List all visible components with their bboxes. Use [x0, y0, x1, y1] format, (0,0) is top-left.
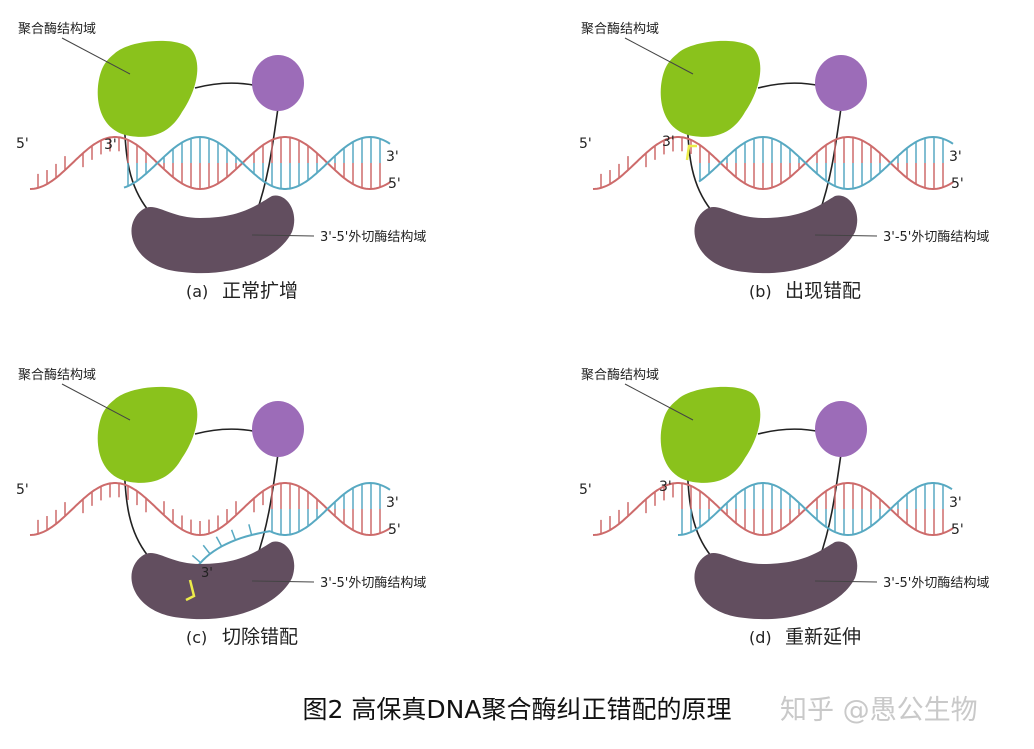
panel-title: 重新延伸 — [785, 626, 861, 648]
domain-linker-line — [757, 428, 822, 435]
linker-protein-domain — [815, 55, 867, 111]
panel-tag: (b) — [749, 282, 772, 301]
panel-tag: (d) — [749, 628, 772, 647]
polymerase-domain-label: 聚合酶结构域 — [581, 367, 659, 383]
new-strand — [698, 135, 954, 190]
linker-protein-domain — [815, 401, 867, 457]
panel-title: 切除错配 — [222, 626, 298, 648]
panel-tag: (c) — [186, 628, 207, 647]
end-label-5-new: 5' — [951, 522, 964, 538]
polymerase-domain — [660, 386, 761, 483]
template-strand — [592, 136, 954, 191]
domain-linker-line — [194, 82, 259, 89]
panel-a: 聚合酶结构域 3'-5'外切酶结构域 5' 3' 5' 3' (a) 正常扩增 — [16, 21, 426, 302]
panel-b: 聚合酶结构域 3'-5'外切酶结构域 5' 3' 5' 3' (b) 出现错配 — [579, 21, 989, 302]
domain-linker-line — [757, 82, 822, 89]
exonuclease-domain-label: 3'-5'外切酶结构域 — [883, 575, 989, 591]
watermark-text: 知乎 @愚公生物 — [780, 695, 978, 726]
exonuclease-domain — [131, 195, 295, 274]
polymerase-leader-line — [61, 37, 131, 75]
exonuclease-domain-label: 3'-5'外切酶结构域 — [320, 575, 426, 591]
polymerase-domain-label: 聚合酶结构域 — [18, 367, 96, 383]
panel-d: 聚合酶结构域 3'-5'外切酶结构域 5' 3' 5' 3' (d) 重新延伸 — [579, 367, 989, 648]
domain-connector-right — [818, 107, 842, 215]
excised-base — [191, 554, 202, 564]
exonuclease-leader-line — [814, 580, 878, 583]
linker-protein-domain — [252, 55, 304, 111]
end-label-3-new: 3' — [662, 134, 675, 150]
panel-title: 出现错配 — [785, 280, 861, 302]
polymerase-leader-line — [61, 383, 131, 421]
exonuclease-domain — [694, 541, 858, 620]
end-label-5-template: 5' — [16, 482, 29, 498]
template-strand — [592, 482, 954, 537]
new-strand — [123, 135, 391, 190]
exonuclease-leader-line — [814, 234, 878, 237]
template-strand — [29, 482, 391, 537]
end-label-5-template: 5' — [579, 136, 592, 152]
excised-base — [230, 529, 237, 541]
mismatch-base — [185, 579, 196, 602]
polymerase-domain — [660, 40, 761, 137]
end-label-3-new: 3' — [104, 137, 117, 153]
figure-caption: 图2 高保真DNA聚合酶纠正错配的原理 — [302, 695, 732, 724]
end-label-3-template: 3' — [949, 495, 962, 511]
end-label-5-template: 5' — [579, 482, 592, 498]
end-label-5-template: 5' — [16, 136, 29, 152]
exonuclease-leader-line — [251, 234, 315, 237]
exonuclease-domain-label: 3'-5'外切酶结构域 — [320, 229, 426, 245]
new-strand — [677, 482, 953, 537]
exonuclease-domain — [694, 195, 858, 274]
end-label-5-new: 5' — [388, 522, 401, 538]
excised-base — [202, 544, 211, 555]
exonuclease-leader-line — [251, 580, 315, 583]
exonuclease-domain-label: 3'-5'外切酶结构域 — [883, 229, 989, 245]
polymerase-leader-line — [624, 37, 694, 75]
new-strand — [269, 481, 391, 536]
exonuclease-domain — [131, 541, 295, 620]
polymerase-domain-label: 聚合酶结构域 — [581, 21, 659, 37]
domain-connector-right — [255, 107, 279, 215]
mismatch-base — [685, 144, 697, 161]
end-label-3-template: 3' — [949, 149, 962, 165]
excised-base — [215, 536, 223, 547]
excised-base — [248, 524, 253, 536]
template-strand — [29, 136, 391, 191]
panel-c: 3' 聚合酶结构域 3'-5'外切酶结构域 5' 3' 5' (c) 切除错配 — [16, 367, 426, 648]
domain-connector-right — [255, 453, 279, 561]
domain-linker-line — [194, 428, 259, 435]
end-label-3-excised: 3' — [201, 566, 213, 581]
end-label-3-template: 3' — [386, 495, 399, 511]
polymerase-domain-label: 聚合酶结构域 — [18, 21, 96, 37]
end-label-5-new: 5' — [388, 176, 401, 192]
linker-protein-domain — [252, 401, 304, 457]
polymerase-leader-line — [624, 383, 694, 421]
polymerase-domain — [97, 386, 198, 483]
end-label-5-new: 5' — [951, 176, 964, 192]
panel-title: 正常扩增 — [222, 280, 298, 302]
end-label-3-template: 3' — [386, 149, 399, 165]
end-label-3-new: 3' — [659, 479, 672, 495]
domain-connector-right — [818, 453, 842, 561]
panel-tag: (a) — [186, 282, 208, 301]
polymerase-domain — [97, 40, 198, 137]
